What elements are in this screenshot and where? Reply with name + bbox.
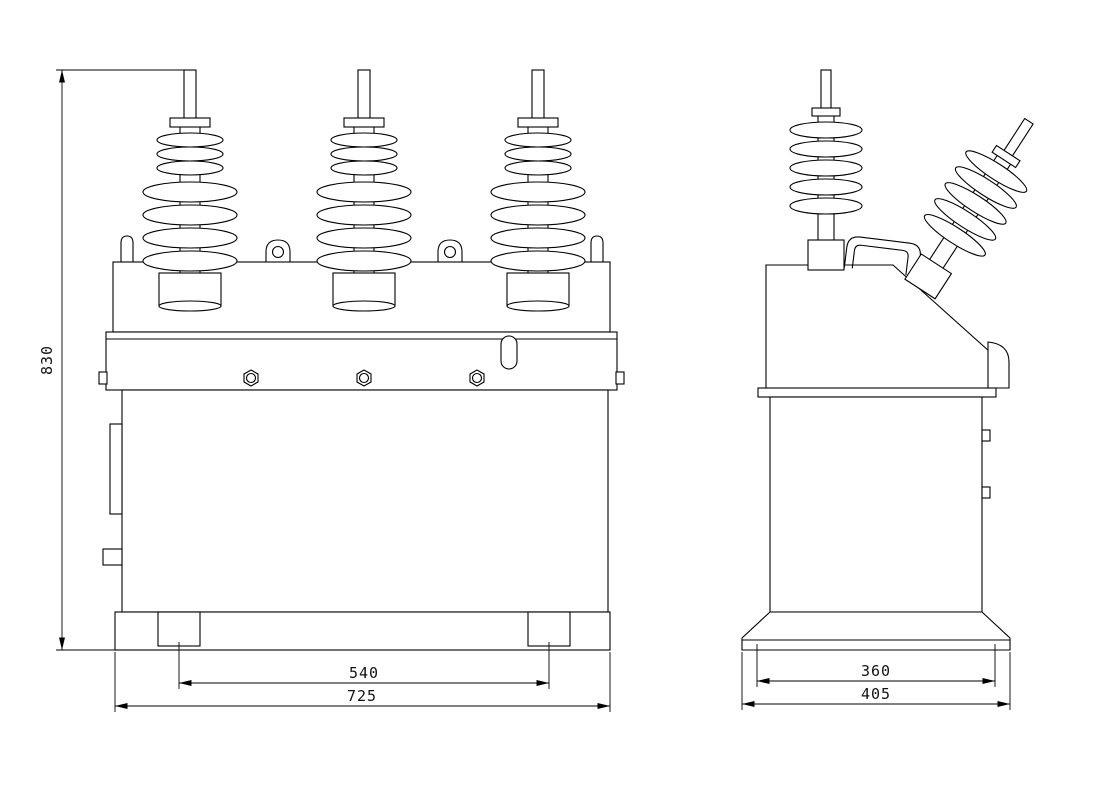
bushing-bracket (987, 341, 1010, 389)
dimension-overall-width-label: 725 (347, 687, 377, 705)
dimension-overall-height: 830 (38, 69, 184, 651)
dimension-overall-depth: 405 (741, 652, 1011, 710)
lifting-hook-right-icon (590, 235, 604, 263)
front-view: 830 540 725 (38, 69, 625, 712)
foot-left (157, 611, 201, 647)
dimension-foot-spacing-label: 540 (349, 664, 379, 682)
side-view: 360 405 (741, 69, 1060, 710)
bolt-icon (358, 372, 370, 384)
side-bushing-vertical (789, 69, 863, 271)
bolt-icon (245, 372, 257, 384)
dimension-overall-width: 725 (114, 652, 611, 712)
dimension-foot-spacing: 540 (178, 642, 550, 689)
dimension-overall-depth-label: 405 (861, 685, 891, 703)
side-bushing-angled (889, 101, 1060, 310)
base (741, 611, 1011, 651)
tank-tab-lower (981, 486, 991, 499)
lifting-hook-left-icon (120, 235, 134, 263)
dimension-side-foot-spacing: 360 (756, 644, 996, 687)
lifting-lug-right-hole (443, 245, 457, 259)
side-plate (109, 423, 123, 515)
lifting-handle-icon (843, 236, 921, 277)
side-body (741, 264, 1011, 651)
drain-tab (102, 548, 123, 566)
flange-band (757, 387, 997, 398)
tank-tab-upper (981, 429, 991, 442)
flange-tab-right (615, 371, 625, 385)
tank (121, 389, 609, 613)
dimension-side-foot-spacing-label: 360 (861, 662, 891, 680)
tank (769, 396, 983, 613)
bolt-icon (471, 372, 483, 384)
flange-tab-left (98, 371, 108, 385)
top-housing (765, 264, 991, 389)
foot-right (527, 611, 571, 647)
dimension-overall-height-label: 830 (38, 345, 56, 375)
lifting-lug-left-hole (271, 245, 285, 259)
keyhole-slot (500, 335, 518, 370)
